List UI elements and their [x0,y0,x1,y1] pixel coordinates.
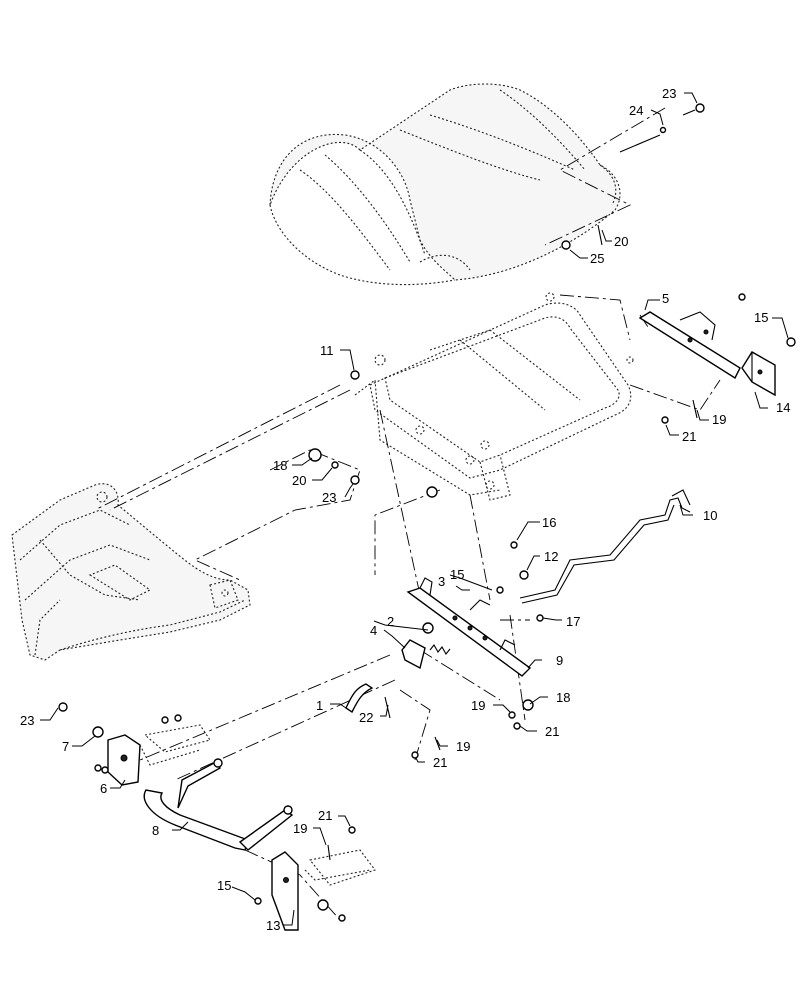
callout-22: 22 [359,710,373,725]
callout-15-bottom: 15 [217,878,231,893]
callout-15-right: 15 [754,310,768,325]
callout-12: 12 [544,549,558,564]
callout-25: 25 [590,251,604,266]
callout-3: 3 [438,574,445,589]
pivot-plate-phantom-lower [304,849,376,886]
rear-body-phantom [11,483,251,661]
callout-23-mid: 23 [322,490,336,505]
callout-2: 2 [387,614,394,629]
callout-20-left: 20 [292,473,306,488]
fasteners [58,103,796,922]
callout-18-right: 18 [556,690,570,705]
callout-18-left: 18 [273,458,287,473]
callout-17: 17 [566,614,580,629]
bracket-4 [401,639,426,670]
callout-19-low: 19 [456,739,470,754]
handle-1 [345,683,374,714]
seat-frame-phantom [354,292,634,501]
callout-19-mid: 19 [471,698,485,713]
callout-leaders [40,92,789,926]
assembly-axis-lines [94,107,721,921]
callout-23-top: 23 [662,86,676,101]
bracket-6 [107,734,141,786]
pivot-plate-phantom-upper [139,724,211,766]
callout-13: 13 [266,918,280,933]
callout-14: 14 [776,400,790,415]
release-rod-10 [519,489,691,604]
callout-7: 7 [62,739,69,754]
callout-11: 11 [320,343,334,358]
callout-8: 8 [152,823,159,838]
callout-19-bottom: 19 [293,821,307,836]
bracket-14 [741,351,776,397]
slide-rail-left [406,577,532,677]
callout-6: 6 [100,781,107,796]
bracket-13 [271,851,299,931]
callout-19-right: 19 [712,412,726,427]
callout-21-right: 21 [682,429,696,444]
callout-10: 10 [703,508,717,523]
callout-24: 24 [629,103,643,118]
callout-1: 1 [316,698,323,713]
callout-5: 5 [662,291,669,306]
seat-cushion-phantom [269,83,621,286]
callout-16: 16 [542,515,556,530]
callout-labels: 23 24 20 25 5 15 11 14 19 21 18 20 23 10… [20,86,790,933]
callout-9: 9 [556,653,563,668]
spring-2 [429,644,451,655]
callout-21-low: 21 [433,755,447,770]
callout-20-top: 20 [614,234,628,249]
lever-8 [143,758,294,851]
callout-4: 4 [370,623,377,638]
callout-15-mid: 15 [450,567,464,582]
slide-rail-right [638,311,741,380]
callout-21-mid: 21 [545,724,559,739]
callout-23-left: 23 [20,713,34,728]
callout-21-bottom: 21 [318,808,332,823]
